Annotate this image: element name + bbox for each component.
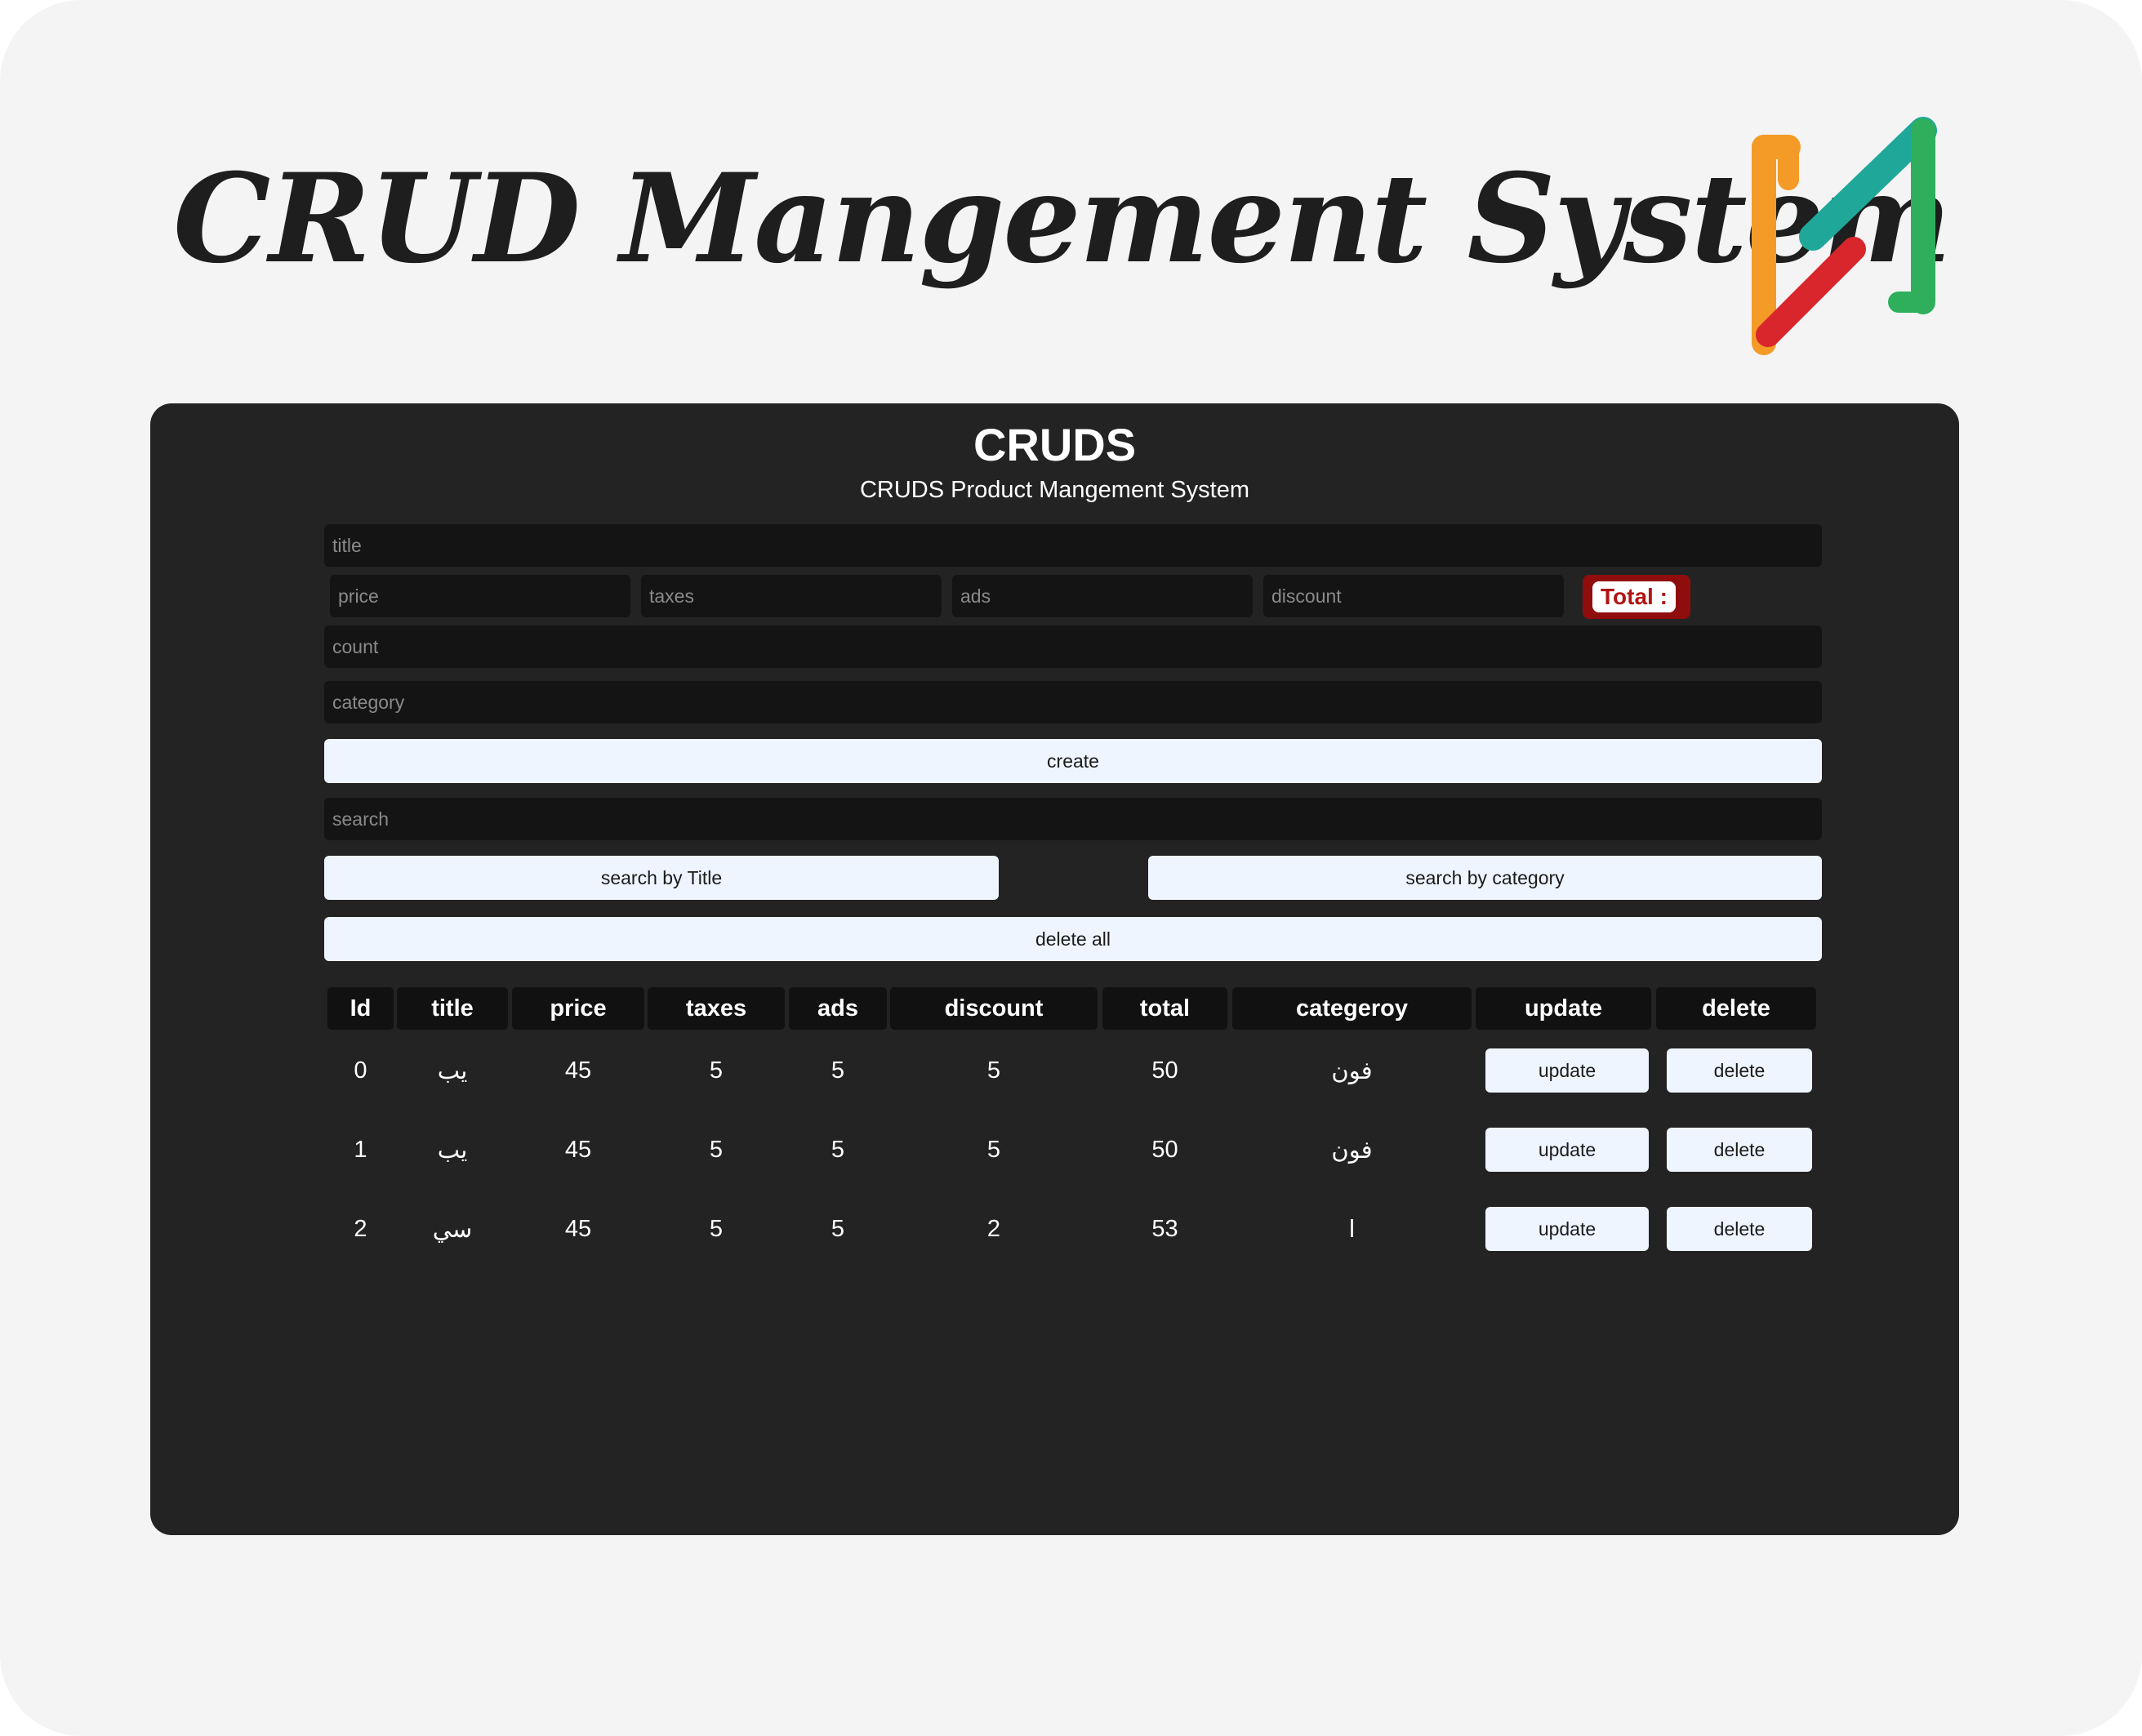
ads-input[interactable] — [952, 575, 1253, 617]
column-header-update: update — [1476, 987, 1651, 1030]
cell-taxes: 5 — [709, 1215, 724, 1242]
category-input[interactable] — [324, 681, 1822, 723]
row-delete-button[interactable]: delete — [1667, 1207, 1812, 1251]
app-subtitle: CRUDS Product Mangement System — [859, 477, 1250, 503]
cell-discount: 5 — [986, 1057, 1001, 1084]
column-header-title: title — [397, 987, 508, 1030]
cell-category: فون — [1331, 1057, 1373, 1084]
total-label: Total : — [1592, 581, 1676, 612]
cell-title: يب — [437, 1137, 468, 1164]
search-by-category-button[interactable]: search by category — [1148, 856, 1822, 900]
row-delete-button[interactable]: delete — [1667, 1048, 1812, 1093]
cell-category: ا — [1348, 1216, 1356, 1243]
app-title: CRUDS — [973, 419, 1137, 470]
discount-input[interactable] — [1263, 575, 1564, 617]
cell-taxes: 5 — [709, 1057, 724, 1084]
total-badge: Total : — [1583, 575, 1690, 619]
cell-ads: 5 — [831, 1215, 845, 1242]
row-update-button[interactable]: update — [1485, 1207, 1649, 1251]
cell-total: 53 — [1151, 1215, 1178, 1242]
count-input[interactable] — [324, 625, 1822, 668]
column-header-delete: delete — [1656, 987, 1816, 1030]
row-delete-button[interactable]: delete — [1667, 1128, 1812, 1172]
cell-id: 0 — [354, 1057, 367, 1084]
cell-title: يب — [437, 1057, 468, 1084]
cell-id: 2 — [354, 1215, 367, 1242]
cell-price: 45 — [564, 1136, 592, 1163]
cell-ads: 5 — [831, 1136, 845, 1163]
brand-logo-icon — [1752, 117, 1937, 355]
cell-price: 45 — [564, 1057, 592, 1084]
cell-taxes: 5 — [709, 1136, 724, 1163]
cell-title: سي — [432, 1216, 473, 1243]
column-header-ads: ads — [789, 987, 887, 1030]
crud-app-window: CRUDS CRUDS Product Mangement System Tot… — [150, 403, 1959, 1535]
cell-price: 45 — [564, 1215, 592, 1242]
cell-total: 50 — [1151, 1136, 1178, 1163]
price-input[interactable] — [330, 575, 630, 617]
hero-title: CRUD Mangement System — [173, 147, 1952, 291]
cell-id: 1 — [354, 1136, 367, 1163]
title-input[interactable] — [324, 524, 1822, 567]
cell-ads: 5 — [831, 1057, 845, 1084]
column-header-total: total — [1102, 987, 1227, 1030]
column-header-category: categeroy — [1232, 987, 1472, 1030]
search-input[interactable] — [324, 798, 1822, 840]
cell-discount: 2 — [986, 1215, 1001, 1242]
column-header-price: price — [512, 987, 644, 1030]
search-by-title-button[interactable]: search by Title — [324, 856, 999, 900]
row-update-button[interactable]: update — [1485, 1128, 1649, 1172]
taxes-input[interactable] — [641, 575, 942, 617]
cell-total: 50 — [1151, 1057, 1178, 1084]
column-header-taxes: taxes — [648, 987, 785, 1030]
cell-category: فون — [1331, 1137, 1373, 1164]
row-update-button[interactable]: update — [1485, 1048, 1649, 1093]
cell-discount: 5 — [986, 1136, 1001, 1163]
column-header-id: Id — [327, 987, 394, 1030]
create-button[interactable]: create — [324, 739, 1822, 783]
delete-all-button[interactable]: delete all — [324, 917, 1822, 961]
column-header-discount: discount — [890, 987, 1098, 1030]
